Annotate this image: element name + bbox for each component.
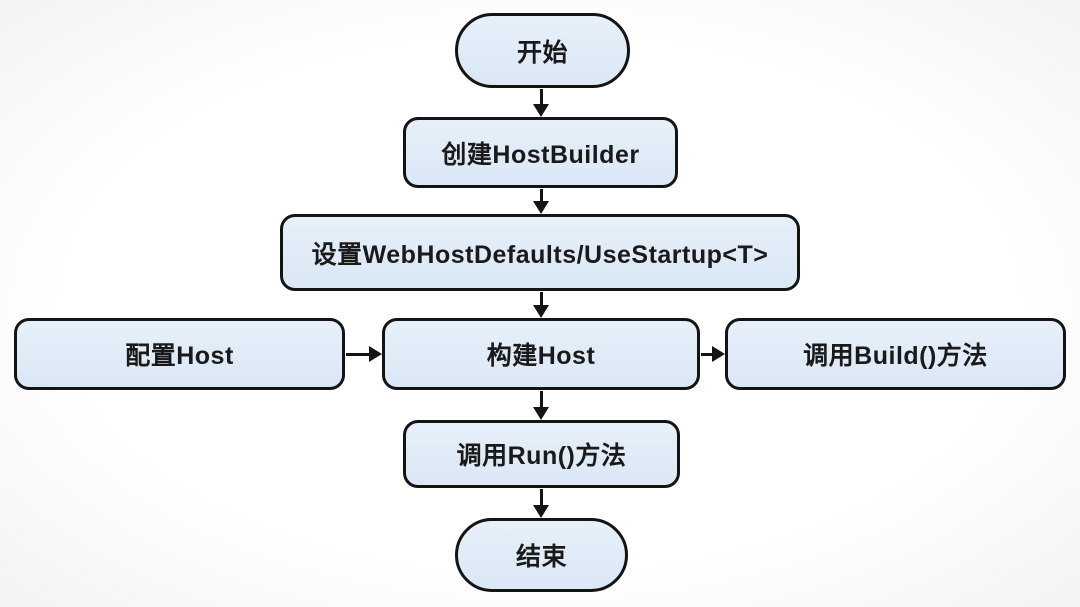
flowchart-node-configure-host: 配置Host: [14, 318, 345, 390]
flowchart-node-end: 结束: [455, 518, 628, 592]
node-label-call-build-method: 调用Build()方法: [803, 342, 988, 370]
arrow-shaft: [539, 189, 543, 203]
arrow-head-icon: [532, 305, 549, 318]
arrow-head-icon: [532, 505, 549, 518]
arrow-shaft: [346, 352, 371, 356]
arrow-shaft: [539, 489, 543, 507]
arrow-head-icon: [712, 345, 725, 362]
flowchart-node-set-webhostdefaults: 设置WebHostDefaults/UseStartup<T>: [280, 214, 800, 291]
node-label-end: 结束: [515, 543, 567, 571]
arrow-head-icon: [532, 407, 549, 420]
flowchart-node-call-run-method: 调用Run()方法: [403, 420, 680, 488]
node-label-set-webhostdefaults: 设置WebHostDefaults/UseStartup<T>: [311, 240, 769, 269]
flowchart-node-start: 开始: [455, 13, 630, 88]
flowchart-node-call-build-method: 调用Build()方法: [725, 318, 1066, 390]
node-label-call-run-method: 调用Run()方法: [456, 442, 627, 470]
arrow-shaft: [539, 89, 543, 106]
node-label-create-hostbuilder: 创建HostBuilder: [441, 140, 640, 169]
node-label-start: 开始: [516, 38, 568, 67]
arrow-head-icon: [532, 104, 549, 117]
arrow-shaft: [701, 352, 714, 356]
arrow-head-icon: [532, 201, 549, 214]
node-label-configure-host: 配置Host: [125, 342, 234, 370]
arrow-shaft: [539, 391, 543, 409]
arrow-shaft: [539, 292, 543, 307]
node-label-build-host: 构建Host: [486, 342, 596, 370]
arrow-head-icon: [369, 345, 382, 362]
flowchart-node-create-hostbuilder: 创建HostBuilder: [403, 117, 678, 188]
flowchart-node-build-host: 构建Host: [382, 318, 700, 390]
